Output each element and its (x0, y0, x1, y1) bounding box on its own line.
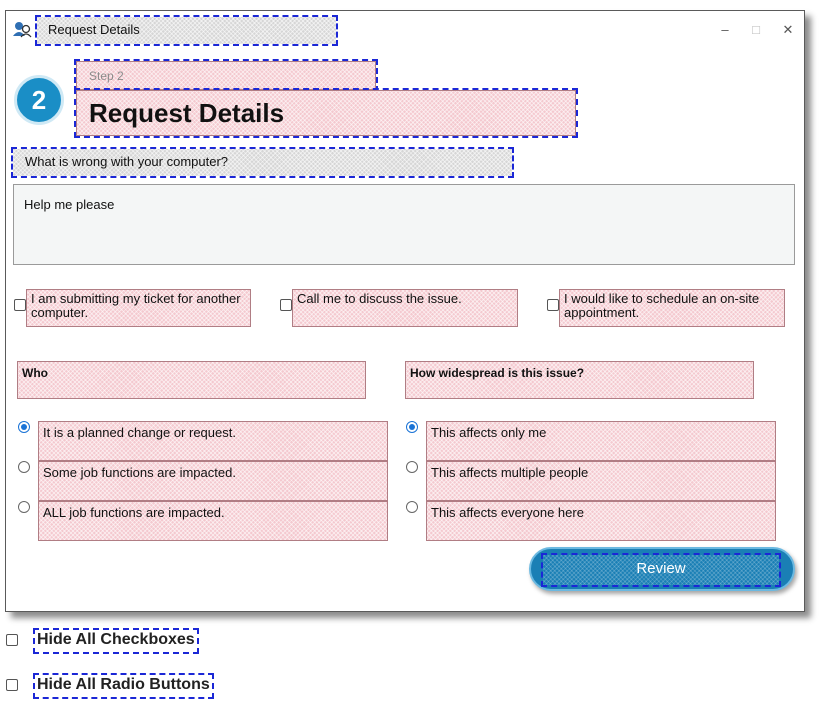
maximize-icon[interactable]: □ (752, 22, 760, 37)
widespread-radio-only-me[interactable] (406, 421, 418, 433)
step-number-badge: 2 (14, 75, 64, 125)
close-icon[interactable]: ✕ (782, 22, 794, 37)
who-radio-some[interactable] (18, 461, 30, 473)
who-radio-all[interactable] (18, 501, 30, 513)
problem-question-label: What is wrong with your computer? (11, 147, 514, 178)
another-computer-label: I am submitting my ticket for another co… (26, 289, 251, 327)
window-title: Request Details (35, 15, 338, 46)
who-heading: Who (17, 361, 366, 399)
call-me-label: Call me to discuss the issue. (292, 289, 518, 327)
problem-description-input[interactable]: Help me please (13, 184, 795, 265)
widespread-radio-multiple[interactable] (406, 461, 418, 473)
who-option-label: It is a planned change or request. (38, 421, 388, 461)
who-radio-planned[interactable] (18, 421, 30, 433)
who-option-label: Some job functions are impacted. (38, 461, 388, 501)
call-me-checkbox[interactable] (280, 299, 292, 311)
onsite-appointment-checkbox[interactable] (547, 299, 559, 311)
step-label: Step 2 (74, 59, 378, 92)
users-icon (13, 22, 32, 38)
widespread-option-label: This affects only me (426, 421, 776, 461)
request-details-window: Request Details – □ ✕ 2 Step 2 Request D… (5, 10, 805, 612)
who-option-label: ALL job functions are impacted. (38, 501, 388, 541)
review-button[interactable]: Review (529, 547, 795, 591)
hide-checkboxes-checkbox[interactable] (6, 634, 18, 646)
page-title: Request Details (74, 88, 578, 138)
widespread-heading: How widespread is this issue? (405, 361, 754, 399)
widespread-radio-everyone[interactable] (406, 501, 418, 513)
hide-checkboxes-label[interactable]: Hide All Checkboxes (33, 628, 199, 654)
review-button-label: Review (541, 553, 781, 587)
minimize-icon[interactable]: – (721, 22, 729, 37)
hide-radios-label[interactable]: Hide All Radio Buttons (33, 673, 214, 699)
hide-radios-checkbox[interactable] (6, 679, 18, 691)
widespread-option-label: This affects multiple people (426, 461, 776, 501)
widespread-option-label: This affects everyone here (426, 501, 776, 541)
another-computer-checkbox[interactable] (14, 299, 26, 311)
onsite-appointment-label: I would like to schedule an on-site appo… (559, 289, 785, 327)
